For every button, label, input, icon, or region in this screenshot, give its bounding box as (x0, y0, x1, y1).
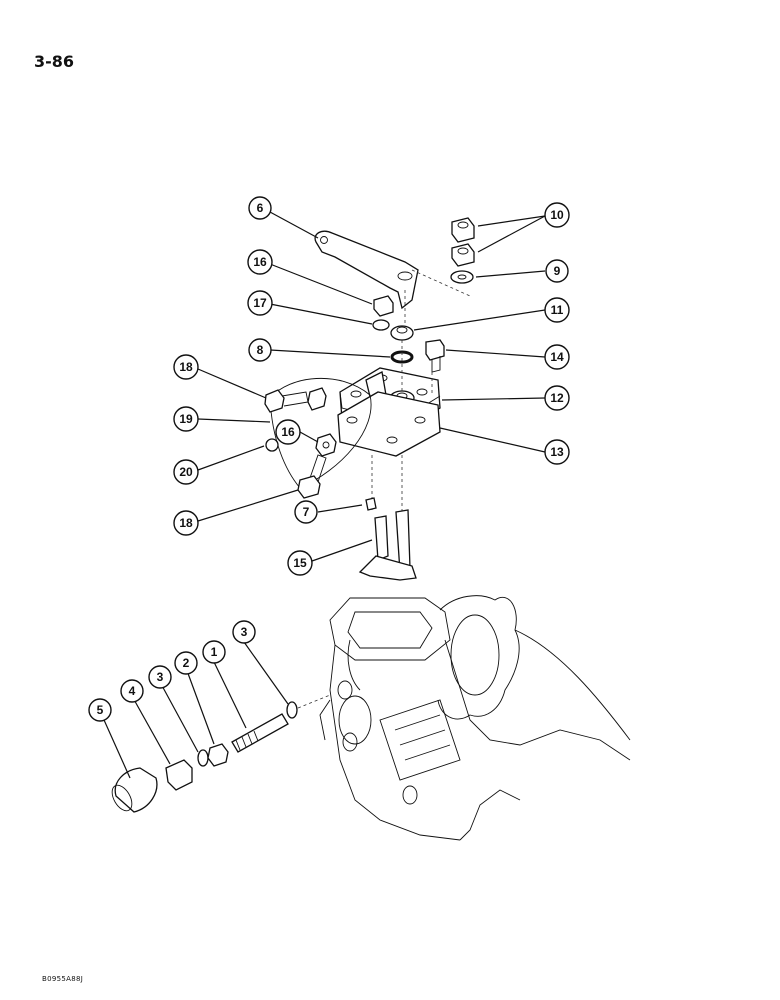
svg-text:11: 11 (551, 303, 564, 317)
svg-text:16: 16 (253, 255, 267, 269)
nut-top (451, 217, 475, 243)
washer-17 (372, 319, 390, 331)
callout-16-upper: 16 (247, 249, 273, 275)
washer (450, 270, 474, 284)
figure-code: B0955A88J (42, 975, 84, 983)
leader-lines (99, 211, 546, 779)
svg-text:12: 12 (550, 391, 564, 405)
callout-14: 14 (544, 344, 570, 370)
nut-16-lower (315, 433, 337, 457)
callout-15: 15 (287, 550, 313, 576)
callout-19: 19 (173, 406, 199, 432)
callout-18-upper: 18 (173, 354, 199, 380)
svg-text:14: 14 (550, 350, 564, 364)
lever-arm (314, 230, 419, 310)
bush (390, 325, 414, 341)
svg-text:16: 16 (281, 425, 295, 439)
callout-6: 6 (248, 196, 272, 220)
svg-text:18: 18 (179, 516, 193, 530)
svg-text:7: 7 (303, 505, 310, 519)
callout-7: 7 (294, 500, 318, 524)
svg-text:18: 18 (179, 360, 193, 374)
callout-17: 17 (247, 290, 273, 316)
nut-4 (165, 759, 193, 791)
callout-16-side: 16 (275, 419, 301, 445)
callout-4: 4 (120, 679, 144, 703)
screw-1 (231, 713, 289, 753)
callout-10: 10 (544, 202, 570, 228)
bolt-14 (425, 339, 445, 373)
callout-5: 5 (88, 698, 112, 722)
gasket (337, 391, 441, 457)
washer-3b (286, 701, 298, 719)
callout-12: 12 (544, 385, 570, 411)
bolt-18-upper (264, 389, 309, 413)
svg-text:15: 15 (293, 556, 307, 570)
callout-1: 1 (202, 640, 226, 664)
svg-text:1: 1 (211, 645, 218, 659)
callout-8: 8 (248, 338, 272, 362)
page-number: 3-86 (34, 52, 75, 71)
svg-text:9: 9 (554, 264, 561, 278)
svg-text:6: 6 (257, 201, 264, 215)
engine-housing (319, 595, 631, 841)
nut-2 (207, 743, 229, 767)
svg-text:8: 8 (257, 343, 264, 357)
callout-13: 13 (544, 439, 570, 465)
svg-text:17: 17 (253, 296, 267, 310)
stud-shaft (358, 509, 417, 581)
nut-lower (451, 243, 475, 267)
callout-3-right: 3 (232, 620, 256, 644)
nut-16-upper (373, 295, 394, 317)
svg-text:2: 2 (183, 656, 190, 670)
callout-20: 20 (173, 459, 199, 485)
svg-text:4: 4 (129, 684, 136, 698)
callout-11: 11 (544, 297, 570, 323)
svg-text:20: 20 (179, 465, 193, 479)
svg-text:19: 19 (179, 412, 193, 426)
svg-text:3: 3 (157, 670, 164, 684)
callout-3-left: 3 (148, 665, 172, 689)
ball-20 (265, 438, 279, 452)
svg-text:10: 10 (550, 208, 564, 222)
svg-text:3: 3 (241, 625, 248, 639)
nut-16-side (307, 387, 327, 411)
svg-text:5: 5 (97, 703, 104, 717)
callout-18-lower: 18 (173, 510, 199, 536)
washer-3a (197, 749, 209, 767)
cap-5 (111, 767, 158, 813)
callout-2: 2 (174, 651, 198, 675)
svg-text:13: 13 (550, 445, 564, 459)
key-7 (365, 497, 377, 511)
callout-9: 9 (545, 259, 569, 283)
